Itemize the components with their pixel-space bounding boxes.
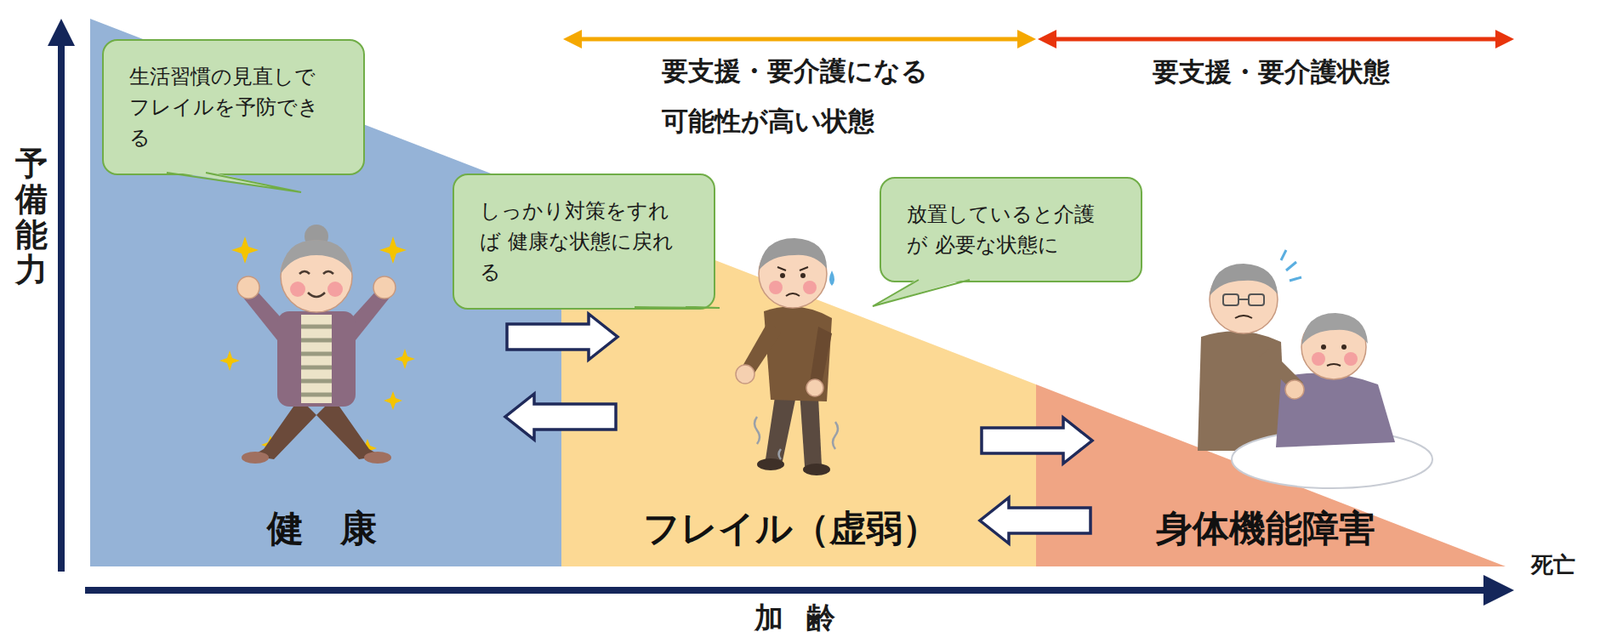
bubble-text: 生活習慣の見直しで フレイルを予防できる <box>129 61 338 154</box>
axis-label-vertical: 予備能力 <box>15 146 48 289</box>
bubble-text: しっかり対策をすれば 健康な状態に戻れる <box>479 195 689 288</box>
bubble-tail-fill <box>872 278 970 307</box>
speech-bubble: 生活習慣の見直しで フレイルを予防できる <box>102 39 365 176</box>
band-label: フレイル（虚弱） <box>643 506 940 552</box>
diagram-label: 加齢 <box>754 598 859 637</box>
bubble-tail <box>454 175 456 177</box>
stage-band: 身体機能障害 <box>1036 384 1506 567</box>
band-fill <box>1036 384 1506 567</box>
bubble-tail-edge <box>166 172 302 193</box>
bubble-tail-edge <box>634 307 720 308</box>
diagram-label: 要支援・要介護状態 <box>1152 54 1390 89</box>
diagram-label: 死亡 <box>1531 551 1576 581</box>
care-couple <box>1197 250 1433 489</box>
diagram-label: 要支援・要介護になる 可能性が高い状態 <box>661 45 931 147</box>
bubble-text: 放置していると介護が 必要な状態に <box>906 199 1116 261</box>
speech-bubble: しっかり対策をすれば 健康な状態に戻れる <box>452 173 716 310</box>
speech-bubble: 放置していると介護が 必要な状態に <box>879 176 1143 283</box>
bubble-tail-edge <box>872 279 970 307</box>
bubble-tail <box>881 178 883 180</box>
range-arrows <box>563 29 1515 49</box>
bubble-tail-fill <box>166 170 302 193</box>
band-label: 健 康 <box>267 506 377 552</box>
axes <box>47 18 1515 606</box>
bubble-tail-fill <box>634 305 720 308</box>
band-label: 身体機能障害 <box>1155 506 1376 552</box>
bubble-tail <box>103 40 105 42</box>
